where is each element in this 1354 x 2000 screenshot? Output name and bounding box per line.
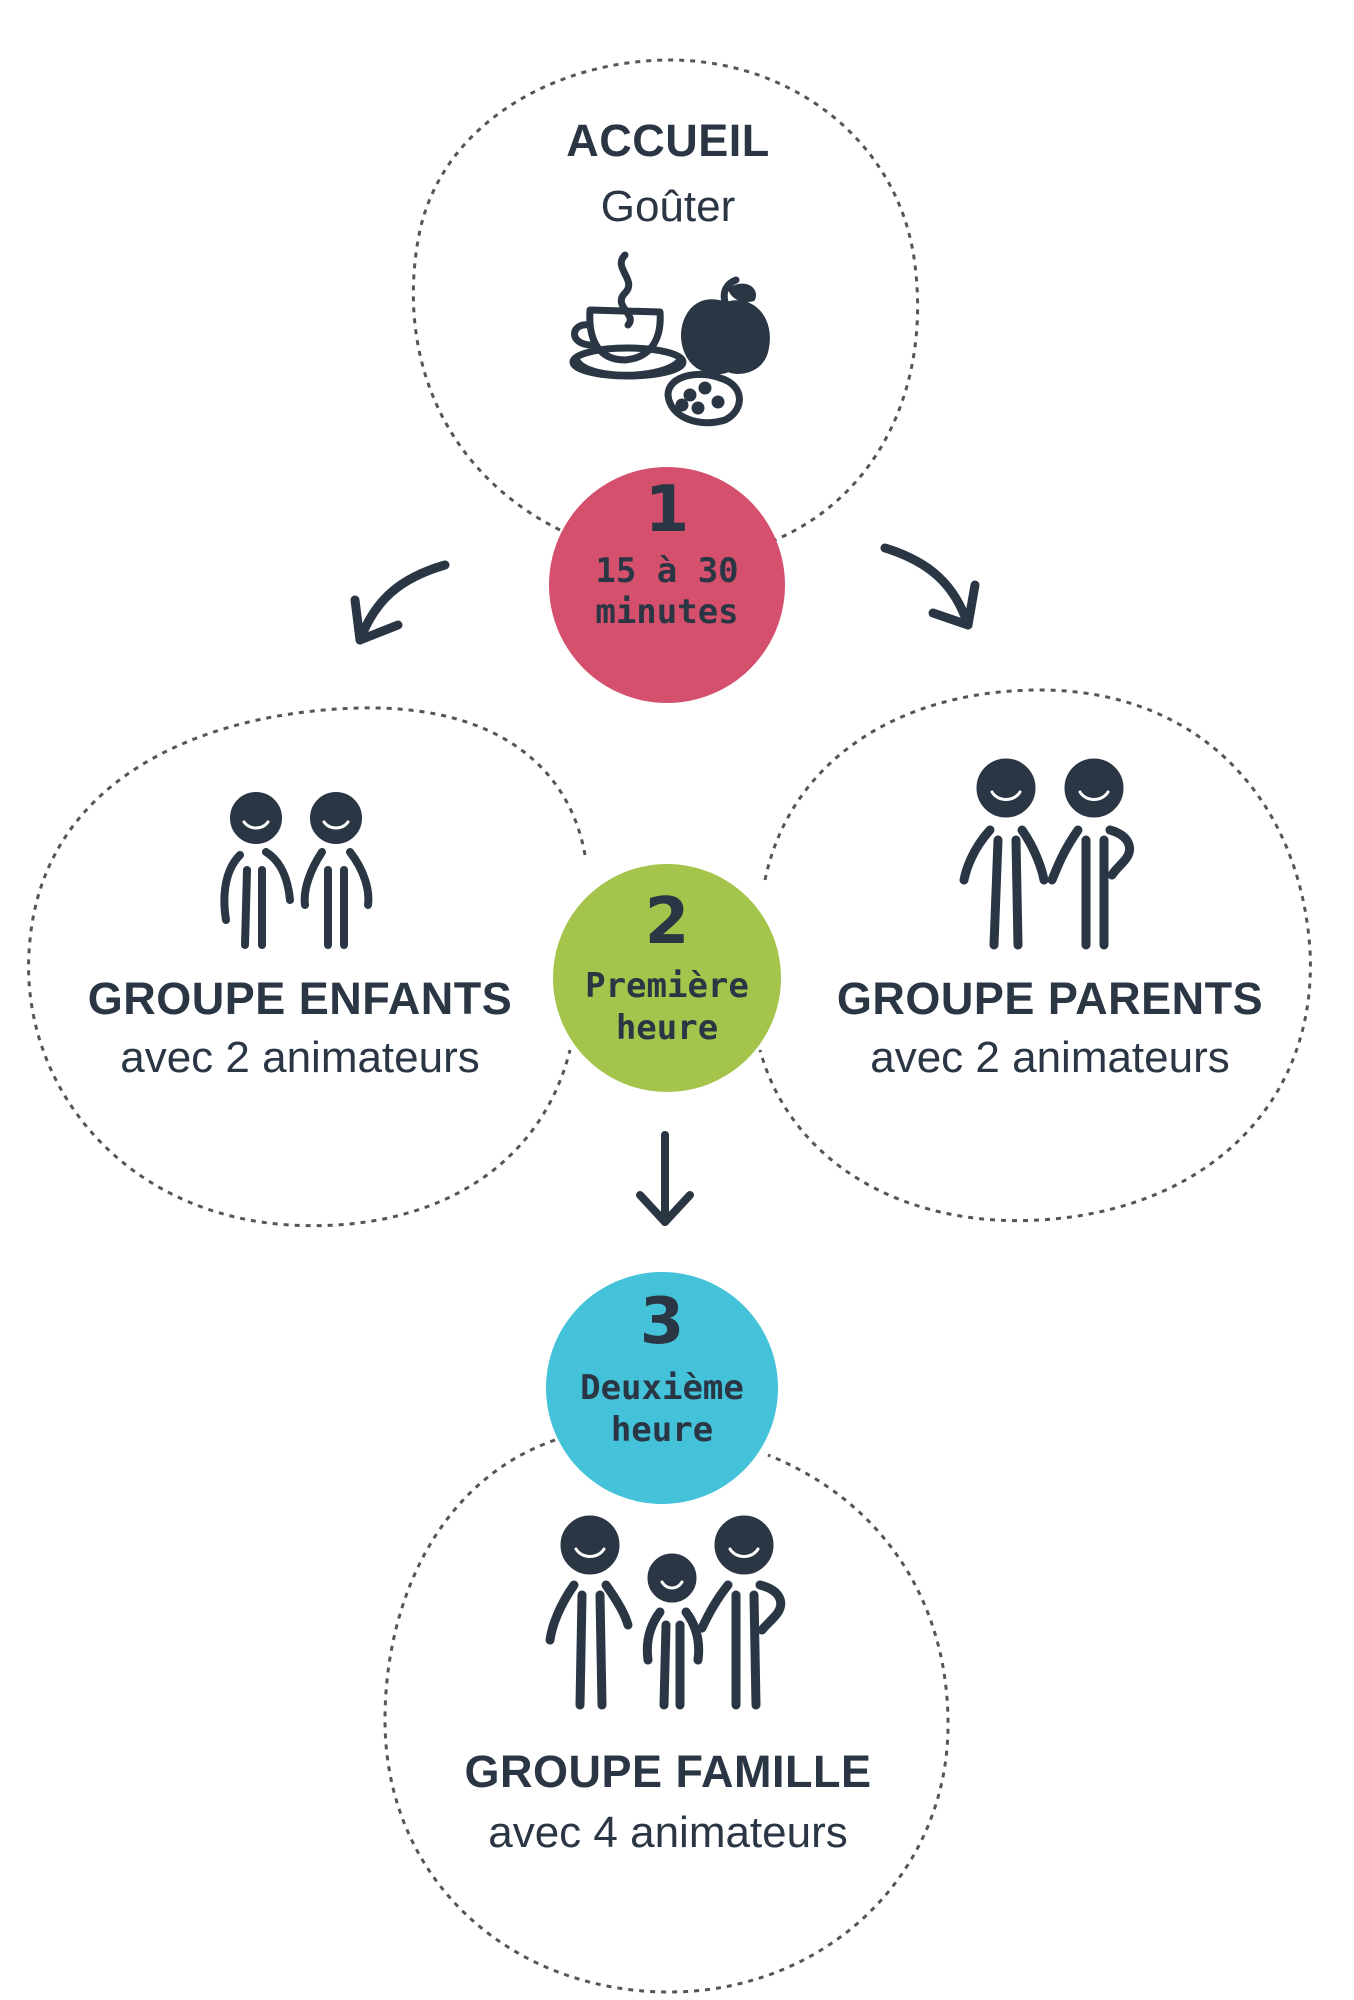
enfants-bubble: [27, 706, 587, 1228]
step-1-circle: [549, 467, 785, 703]
arrow-right-icon: [880, 543, 980, 630]
arrow-down-icon: [636, 1131, 694, 1226]
step-1-text-line1: 15 à 30: [595, 551, 739, 591]
step-3-circle: [546, 1272, 778, 1504]
family-icon: [545, 1515, 786, 1710]
accueil-bubble: [411, 58, 920, 542]
step-1-number: 1: [644, 473, 690, 547]
step-3-text-line2: heure: [610, 1410, 714, 1450]
step-2-text-line2: heure: [615, 1008, 719, 1048]
enfants-subtitle: avec 2 animateurs: [120, 1033, 480, 1082]
parents-subtitle: avec 2 animateurs: [870, 1033, 1230, 1082]
famille-subtitle: avec 4 animateurs: [488, 1808, 848, 1857]
step-3-number: 3: [639, 1285, 685, 1359]
step-1-text-line2: minutes: [595, 592, 739, 632]
enfants-title: GROUPE ENFANTS: [87, 973, 513, 1024]
parents-title: GROUPE PARENTS: [836, 973, 1264, 1024]
step-2-number: 2: [644, 885, 690, 959]
two-adults-icon: [959, 758, 1134, 950]
step-2-circle: [553, 864, 781, 1092]
accueil-subtitle: Goûter: [600, 182, 736, 231]
arrow-left-icon: [350, 560, 450, 645]
famille-title: GROUPE FAMILLE: [464, 1746, 872, 1797]
parents-bubble: [758, 688, 1312, 1223]
famille-bubble: [383, 1438, 950, 1994]
coffee-apple-cookie-icon: [569, 251, 770, 427]
step-3-text-line1: Deuxième: [580, 1368, 744, 1408]
step-2-text-line1: Première: [585, 966, 749, 1006]
accueil-title: ACCUEIL: [566, 115, 770, 166]
two-children-icon: [220, 792, 373, 949]
